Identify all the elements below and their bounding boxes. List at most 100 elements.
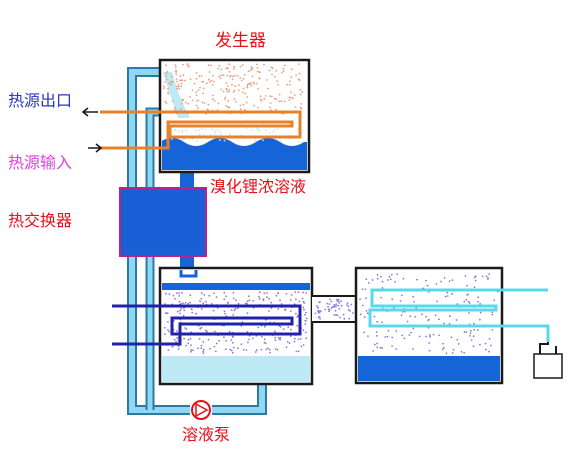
condenser-vessel [354, 266, 550, 385]
vapour-particle [222, 74, 225, 77]
spray-particle [448, 280, 451, 283]
spray-particle [305, 292, 308, 294]
vapour-particle [218, 75, 221, 78]
spray-particle [258, 297, 261, 300]
vapour-particle [251, 129, 253, 131]
drain-trap-icon [533, 342, 563, 379]
vapour-particle [275, 98, 278, 101]
vapour-particle [259, 71, 261, 74]
spray-particle [468, 334, 471, 337]
vapour-particle [232, 91, 235, 93]
vapour-particle [207, 78, 210, 81]
vapour-particle [184, 101, 187, 104]
spray-particle [258, 291, 261, 294]
vapour-particle [212, 94, 214, 97]
cooling-coil [112, 304, 302, 346]
vapour-particle [195, 91, 198, 94]
spray-particle [391, 345, 393, 347]
spray-particle [472, 345, 475, 348]
spray-particle [218, 339, 220, 342]
spray-particle [376, 320, 379, 323]
spray-particle [302, 300, 305, 303]
spray-particle [335, 314, 337, 317]
vapour-particle [191, 138, 194, 140]
spray-particle [336, 314, 339, 316]
vapour-particle [229, 75, 231, 78]
vapour-particle [199, 86, 201, 89]
spray-particle [205, 330, 208, 333]
spray-particle [232, 335, 235, 338]
vapour-particle [269, 106, 271, 109]
spray-particle [425, 335, 427, 338]
spray-particle [274, 336, 277, 339]
vapour-particle [201, 101, 204, 104]
spray-particle [246, 330, 249, 333]
spray-particle [350, 303, 353, 306]
spray-particle [473, 276, 476, 279]
spray-particle [267, 347, 269, 350]
vapour-particle [220, 68, 223, 71]
spray-particle [277, 308, 280, 310]
spray-particle [328, 308, 331, 311]
vapour-particle [205, 82, 208, 85]
spray-particle [212, 309, 215, 312]
vapour-particle [242, 91, 244, 94]
spray-particle [340, 304, 343, 307]
vapour-particle [227, 106, 229, 109]
vapour-particle [198, 75, 201, 78]
spray-particle [466, 294, 469, 296]
spray-particle [163, 326, 166, 329]
spray-particle [294, 291, 297, 293]
vapour-particle [174, 70, 177, 73]
spray-particle [176, 310, 179, 313]
vapour-particle [212, 84, 214, 86]
vapour-particle [178, 87, 181, 90]
spray-particle [470, 329, 472, 332]
spray-particle [197, 347, 199, 350]
vapour-particle [204, 128, 207, 131]
spray-particle [395, 330, 398, 332]
vapour-particle [281, 72, 283, 74]
spray-particle [435, 283, 438, 285]
spray-particle [190, 308, 193, 311]
spray-particle [183, 309, 186, 312]
spray-particle [465, 331, 468, 334]
vapour-particle [293, 94, 296, 96]
spray-particle [264, 325, 266, 328]
vapour-particle [165, 75, 167, 78]
spray-particle [333, 303, 336, 306]
spray-particle [429, 334, 431, 336]
spray-particle [428, 342, 431, 344]
vapour-particle [218, 64, 221, 67]
vapour-particle [227, 85, 229, 87]
vapour-particle [239, 77, 242, 79]
spray-particle [200, 326, 203, 329]
spray-particle [275, 294, 278, 297]
vapour-particle [207, 64, 210, 66]
spray-particle [394, 281, 396, 283]
spray-particle [296, 324, 299, 327]
vapour-particle [181, 131, 184, 134]
vapour-particle [175, 80, 178, 83]
vapour-particle [181, 79, 184, 82]
vapour-particle [231, 75, 234, 78]
vapour-particle [197, 107, 199, 110]
spray-particle [319, 317, 321, 320]
pump-icon[interactable] [191, 400, 211, 420]
spray-particle [347, 308, 350, 311]
spray-particle [399, 300, 402, 302]
spray-particle [295, 312, 297, 315]
spray-particle [176, 292, 178, 295]
vapour-particle [181, 138, 184, 141]
vapour-particle [233, 89, 236, 92]
spray-particle [279, 299, 281, 302]
vapour-particle [249, 82, 252, 85]
spray-particle [444, 295, 447, 298]
vapour-particle [278, 93, 281, 96]
spray-particle [175, 340, 178, 343]
spray-particle [183, 337, 186, 340]
heat-exchanger-label: 热交换器 [8, 211, 72, 230]
vapour-particle [299, 88, 302, 91]
vapour-particle [193, 82, 196, 85]
vapour-particle [163, 85, 165, 88]
